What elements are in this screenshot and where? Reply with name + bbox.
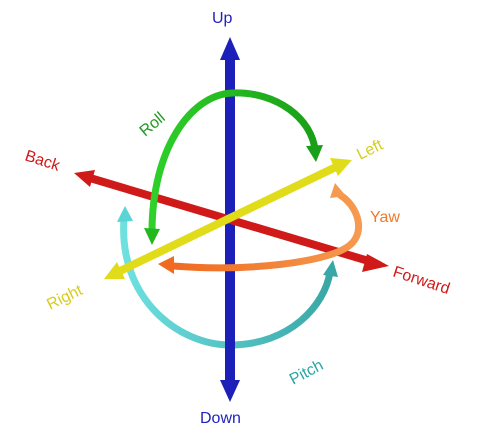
forward-label: Forward <box>391 264 452 298</box>
up-label: Up <box>212 10 233 27</box>
left-right-axis <box>104 158 352 279</box>
left-label: Left <box>354 136 386 163</box>
pitch-label: Pitch <box>287 357 326 389</box>
yaw-arc <box>169 191 363 272</box>
yaw-arrowhead-left <box>158 256 174 274</box>
roll-arrow <box>144 89 323 245</box>
yaw-label: Yaw <box>370 209 400 226</box>
back-label: Back <box>23 148 63 175</box>
up-arrowhead <box>220 37 240 60</box>
left-right-shaft <box>114 162 342 276</box>
roll-arrowhead-left <box>144 228 160 245</box>
roll-label: Roll <box>137 109 169 140</box>
right-arrowhead <box>104 262 125 279</box>
down-arrowhead <box>220 380 240 402</box>
pitch-arrowhead-top <box>117 206 133 222</box>
pitch-arrowhead-right <box>323 260 338 277</box>
yaw-arrowhead-top <box>330 183 346 198</box>
back-arrowhead <box>74 170 95 187</box>
roll-arrowhead-right <box>306 145 323 162</box>
roll-arc <box>148 89 319 236</box>
forward-arrowhead <box>362 254 389 272</box>
yaw-arrow <box>158 183 363 274</box>
right-label: Right <box>44 282 86 314</box>
down-label: Down <box>200 410 241 427</box>
left-arrowhead <box>330 158 352 176</box>
